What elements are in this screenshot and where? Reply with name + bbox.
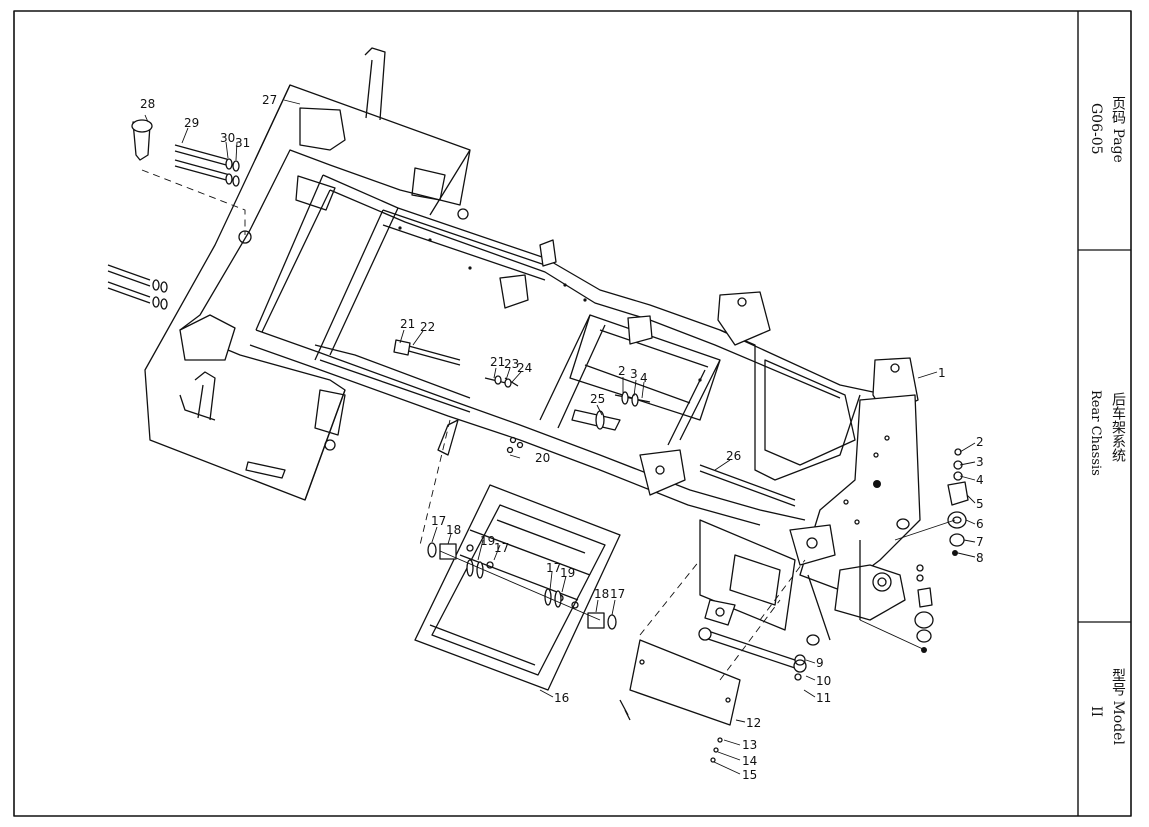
callout-22: 22 xyxy=(420,320,435,334)
callout-25: 25 xyxy=(590,392,605,406)
callout-numbers: 1 2 3 4 5 6 7 8 9 10 11 12 13 14 15 16 1… xyxy=(140,93,984,782)
counterweight-bolts xyxy=(107,119,246,310)
callout-18a: 18 xyxy=(446,523,461,537)
hitch-hardware xyxy=(859,448,969,653)
callout-19b: 19 xyxy=(560,566,575,580)
callout-31: 31 xyxy=(235,136,250,150)
callout-12: 12 xyxy=(746,716,761,730)
outer-border xyxy=(13,10,1132,817)
callout-5: 5 xyxy=(976,497,984,511)
rear-chassis-frame xyxy=(249,174,921,646)
callout-26: 26 xyxy=(726,449,741,463)
callout-23: 23 xyxy=(504,357,519,371)
callout-21b: 21 xyxy=(490,355,505,369)
page-label: 页码 Page xyxy=(1110,96,1126,163)
callout-13: 13 xyxy=(742,738,757,752)
callout-20: 20 xyxy=(535,451,550,465)
callout-27: 27 xyxy=(262,93,277,107)
callout-2b: 2 xyxy=(618,364,626,378)
sub-frame xyxy=(414,484,621,691)
callout-15: 15 xyxy=(742,768,757,782)
callout-29: 29 xyxy=(184,116,199,130)
counterweight xyxy=(144,47,471,501)
callout-3: 3 xyxy=(976,455,984,469)
callout-14: 14 xyxy=(742,754,757,768)
callout-2: 2 xyxy=(976,435,984,449)
callout-16: 16 xyxy=(554,691,569,705)
callout-7: 7 xyxy=(976,535,984,549)
callout-10: 10 xyxy=(816,674,831,688)
center-hardware xyxy=(393,339,796,546)
callout-21a: 21 xyxy=(400,317,415,331)
callout-30: 30 xyxy=(220,131,235,145)
callout-3b: 3 xyxy=(630,367,638,381)
callout-8: 8 xyxy=(976,551,984,565)
callout-17c: 17 xyxy=(546,561,561,575)
callout-17b: 17 xyxy=(494,541,509,555)
callout-4: 4 xyxy=(976,473,984,487)
callout-6: 6 xyxy=(976,517,984,531)
bottom-guard xyxy=(619,519,807,763)
callout-1: 1 xyxy=(938,366,946,380)
model-label: 型号 Model xyxy=(1110,668,1126,745)
callout-18b: 18 xyxy=(594,587,609,601)
callout-4b: 4 xyxy=(640,371,648,385)
callout-19a: 19 xyxy=(480,534,495,548)
model-value: II xyxy=(1088,706,1104,718)
callout-11: 11 xyxy=(816,691,831,705)
callout-17d: 17 xyxy=(610,587,625,601)
callout-28: 28 xyxy=(140,97,155,111)
callout-17a: 17 xyxy=(431,514,446,528)
callout-leaders xyxy=(144,99,976,775)
page-number: G06-05 xyxy=(1088,103,1104,155)
callout-24: 24 xyxy=(517,361,532,375)
callout-9: 9 xyxy=(816,656,824,670)
section-title-en: Rear Chassis xyxy=(1088,390,1103,476)
section-title-cn: 后车架系统 xyxy=(1110,392,1126,462)
